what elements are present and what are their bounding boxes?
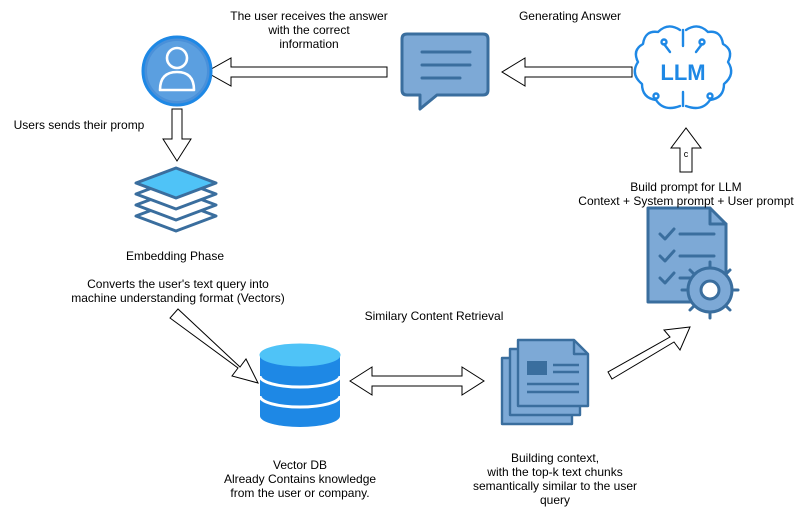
label-line: information <box>279 37 339 51</box>
arrow-context-to-prompt <box>607 326 691 380</box>
label-users-sends: Users sends their promp <box>4 118 154 132</box>
label-line: query <box>539 493 571 507</box>
label-line: Vector DB <box>272 458 328 472</box>
label-line: Building context, <box>510 451 600 465</box>
arrow-prompt-to-llm <box>670 127 702 173</box>
label-line: Users sends their promp <box>13 118 145 132</box>
arrow-embedding-to-vectordb <box>169 308 259 384</box>
label-line: Already Contains knowledge <box>223 472 377 486</box>
documents-icon <box>500 338 590 426</box>
label-line: Build prompt for LLM <box>630 180 742 194</box>
llm-brain-icon <box>633 25 733 110</box>
user-avatar-icon <box>141 35 213 107</box>
label-line: Converts the user's text query into <box>87 277 269 291</box>
llm-text: LLM <box>660 60 705 85</box>
database-icon <box>258 343 342 427</box>
checklist-gear-icon <box>646 206 740 320</box>
label-line: Generating Answer <box>518 9 622 23</box>
arrow-llm-to-message <box>501 57 633 87</box>
label-line: Context + System prompt + User prompt <box>578 194 794 208</box>
label-vector-db: Vector DB Already Contains knowledge fro… <box>210 458 390 500</box>
label-line: Embedding Phase <box>125 249 225 263</box>
label-generating-answer: Generating Answer <box>500 9 640 23</box>
label-embedding-phase: Embedding Phase <box>110 249 240 263</box>
label-building-context: Building context, with the top-k text ch… <box>455 451 655 507</box>
label-user-receives: The user receives the answer with the co… <box>219 9 399 51</box>
label-build-prompt: Build prompt for LLM Context + System pr… <box>570 180 802 208</box>
label-similarity: Similary Content Retrieval <box>352 309 516 323</box>
layers-stack-icon <box>134 166 218 233</box>
label-converts: Converts the user's text query into mach… <box>58 277 298 305</box>
label-line: machine understanding format (Vectors) <box>71 291 285 305</box>
label-line: semantically similar to the user <box>472 479 638 493</box>
chat-message-icon <box>400 32 490 111</box>
arrow-c-label: c <box>684 149 689 159</box>
label-line: with the correct <box>268 23 350 37</box>
arrow-user-to-embedding <box>162 108 192 162</box>
label-line: from the user or company. <box>230 486 370 500</box>
label-line: with the top-k text chunks <box>487 465 623 479</box>
label-line: Similary Content Retrieval <box>364 309 504 323</box>
arrow-vectordb-documents <box>349 366 485 396</box>
label-line: The user receives the answer <box>230 9 388 23</box>
arrow-message-to-user <box>204 57 388 87</box>
